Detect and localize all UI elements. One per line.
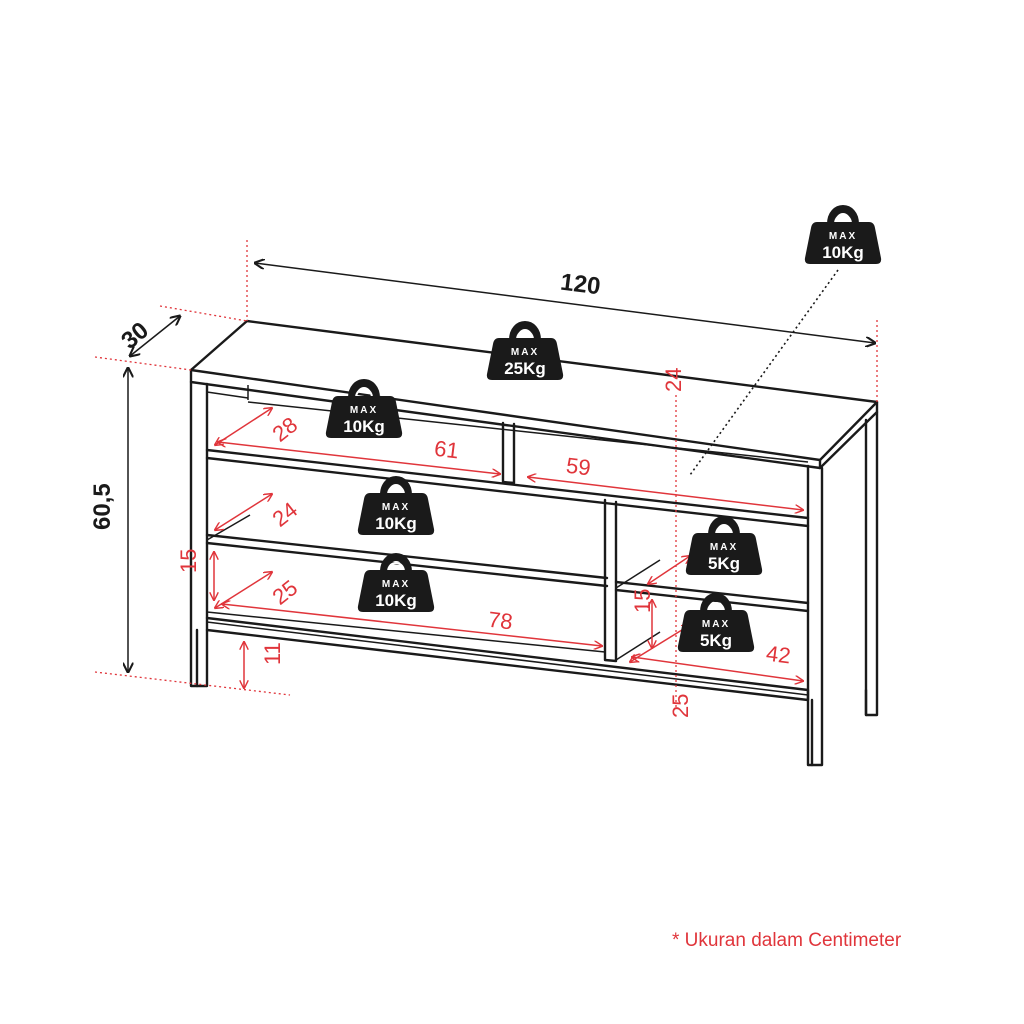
svg-text:10Kg: 10Kg — [822, 243, 864, 262]
unit-note: * Ukuran dalam Centimeter — [672, 930, 902, 951]
svg-text:MAX: MAX — [702, 619, 730, 630]
svg-text:MAX: MAX — [382, 502, 410, 513]
weight-icon: MAX 25Kg — [487, 325, 563, 380]
dim-top-right-width: 59 — [565, 453, 592, 481]
dim-depth: 30 — [116, 317, 154, 355]
svg-text:5Kg: 5Kg — [708, 554, 740, 573]
svg-text:MAX: MAX — [382, 579, 410, 590]
svg-text:MAX: MAX — [350, 405, 378, 416]
dim-right-compartment-width: 42 — [765, 641, 792, 669]
weight-icon: MAX 10Kg — [805, 209, 881, 264]
dim-leg-height: 11 — [260, 642, 285, 665]
dim-top-left-depth: 28 — [268, 412, 303, 447]
dim-right-height-top: 24 — [661, 368, 686, 392]
dim-width: 120 — [559, 269, 602, 301]
dim-left-height: 15 — [176, 549, 201, 573]
weight-icon: MAX 10Kg — [326, 383, 402, 438]
dim-middle-left-depth: 24 — [268, 497, 303, 532]
dim-height: 60,5 — [89, 483, 116, 530]
dim-top-left-width: 61 — [433, 436, 460, 464]
weight-icon: MAX 5Kg — [686, 520, 762, 575]
weight-icon: MAX 10Kg — [358, 557, 434, 612]
dim-bottom-left-depth: 25 — [268, 575, 303, 610]
inner-dimensions: 28 61 59 24 24 15 25 78 11 15 42 25 — [176, 368, 803, 718]
svg-text:10Kg: 10Kg — [375, 514, 417, 533]
dim-right-compartment-depth: 25 — [668, 694, 693, 718]
overall-dimensions: 120 30 60,5 — [89, 240, 878, 696]
dim-right-compartment-height: 15 — [630, 589, 655, 613]
svg-text:5Kg: 5Kg — [700, 631, 732, 650]
weight-icon: MAX 10Kg — [358, 480, 434, 535]
weight-icon: MAX 5Kg — [678, 597, 754, 652]
dim-bottom-left-width: 78 — [487, 607, 514, 635]
svg-text:25Kg: 25Kg — [504, 359, 546, 378]
svg-text:MAX: MAX — [829, 231, 857, 242]
svg-text:10Kg: 10Kg — [375, 591, 417, 610]
cabinet — [189, 319, 879, 767]
svg-text:MAX: MAX — [511, 347, 539, 358]
svg-text:MAX: MAX — [710, 542, 738, 553]
leader-line — [689, 269, 839, 476]
svg-text:10Kg: 10Kg — [343, 417, 385, 436]
